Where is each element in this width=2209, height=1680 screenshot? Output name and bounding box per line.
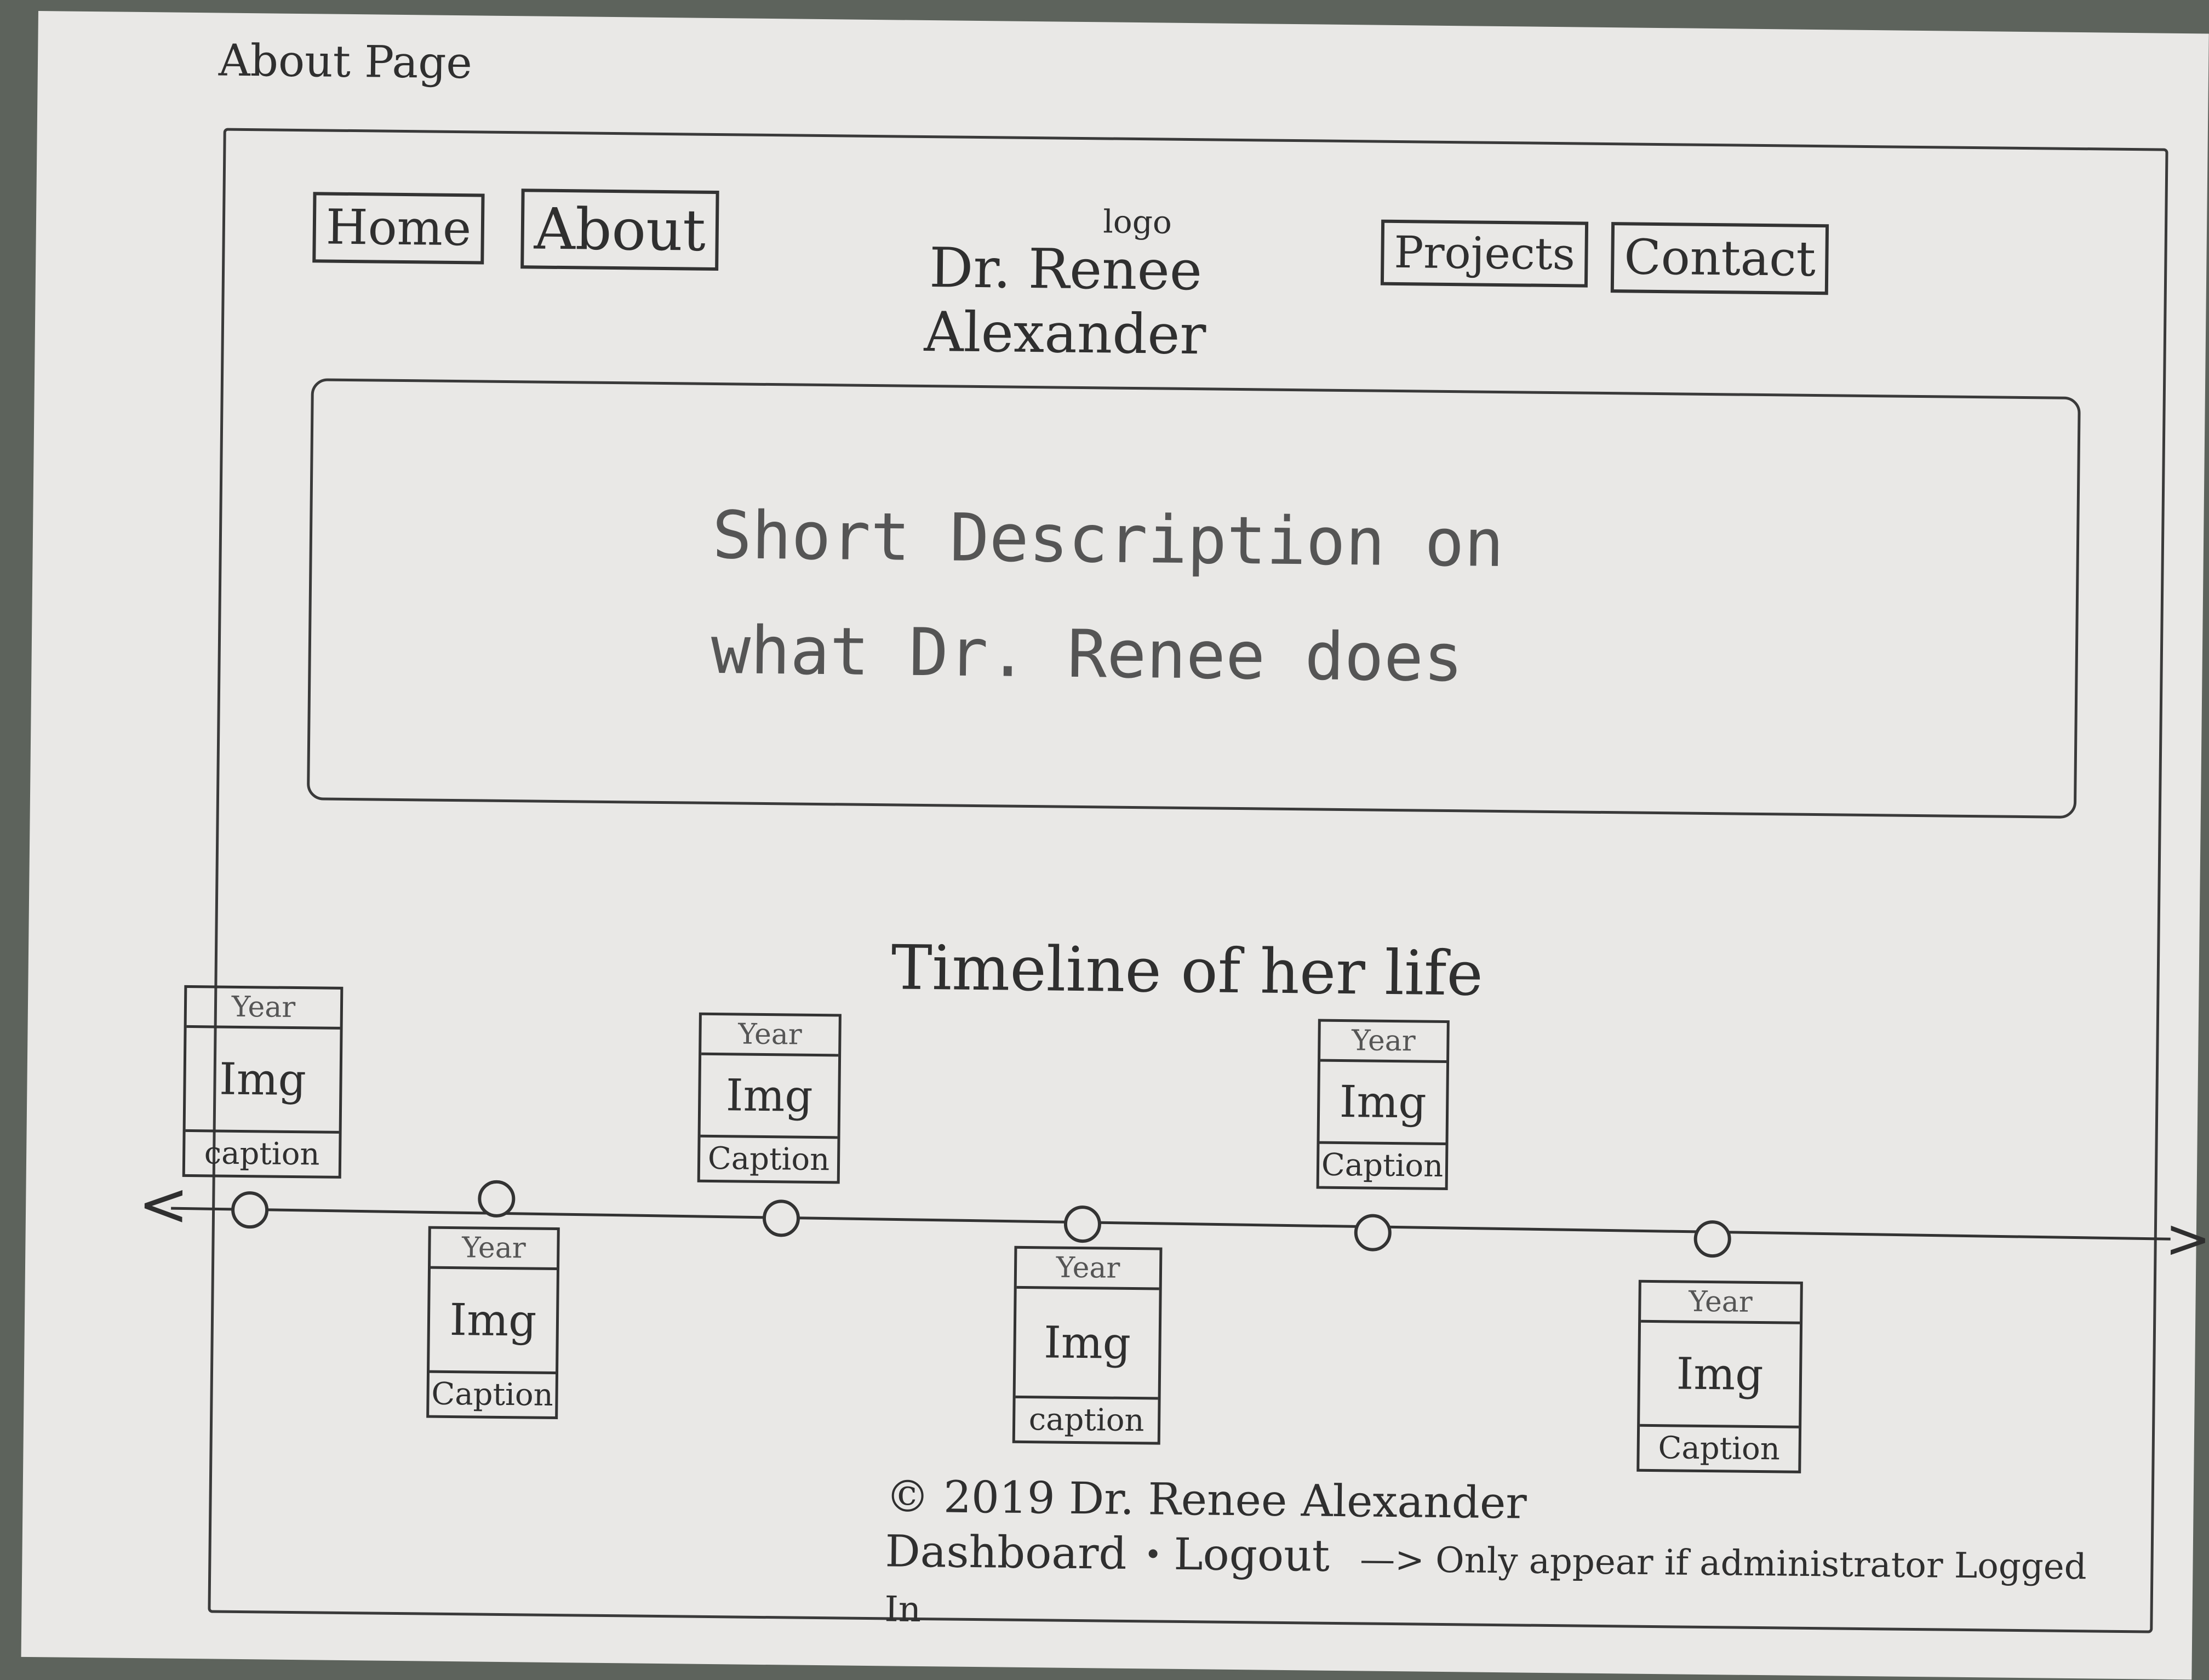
brand-name: Dr. Renee Alexander bbox=[923, 236, 1206, 367]
timeline-card-image: Img bbox=[700, 1055, 839, 1139]
description-box: Short Description on what Dr. Renee does bbox=[306, 378, 2081, 819]
timeline-card-year: Year bbox=[186, 987, 341, 1030]
timeline-card[interactable]: Year Img caption bbox=[1012, 1245, 1163, 1445]
timeline-card-caption: Caption bbox=[431, 1376, 554, 1413]
timeline-node[interactable] bbox=[477, 1180, 516, 1218]
timeline-card-caption: caption bbox=[204, 1135, 320, 1173]
timeline-node[interactable] bbox=[1063, 1205, 1102, 1243]
timeline-card[interactable]: Year Img Caption bbox=[1316, 1019, 1450, 1191]
timeline-card[interactable]: Year Img Caption bbox=[426, 1226, 560, 1420]
timeline-node[interactable] bbox=[231, 1191, 269, 1229]
description-line-1: Short Description on bbox=[712, 497, 1504, 582]
timeline-card-year: Year bbox=[701, 1015, 839, 1057]
timeline-card-image: Img bbox=[185, 1027, 340, 1134]
page-label: About Page bbox=[218, 35, 473, 89]
timeline-node[interactable] bbox=[1354, 1214, 1392, 1252]
timeline-card-year: Year bbox=[431, 1228, 557, 1271]
timeline-card-image: Img bbox=[1640, 1322, 1800, 1428]
nav-about-button[interactable]: About bbox=[520, 188, 719, 271]
nav-projects-button[interactable]: Projects bbox=[1380, 219, 1589, 288]
timeline-card[interactable]: Year Img caption bbox=[182, 985, 344, 1179]
timeline-card-caption: Caption bbox=[707, 1140, 830, 1178]
site-brand[interactable]: logo Dr. Renee Alexander bbox=[810, 203, 1321, 368]
nav-contact-button[interactable]: Contact bbox=[1610, 222, 1829, 295]
description-text: Short Description on what Dr. Renee does bbox=[711, 478, 1644, 718]
timeline-card[interactable]: Year Img Caption bbox=[1636, 1279, 1803, 1473]
logout-link[interactable]: Logout bbox=[1174, 1528, 1330, 1581]
timeline-card-year: Year bbox=[1320, 1021, 1447, 1064]
separator-dot bbox=[1148, 1549, 1158, 1558]
timeline-node[interactable] bbox=[1693, 1220, 1732, 1258]
paper-sheet: About Page Home About logo Dr. Renee Ale… bbox=[21, 11, 2209, 1680]
timeline-card-caption: Caption bbox=[1321, 1147, 1444, 1184]
dashboard-link[interactable]: Dashboard bbox=[885, 1525, 1128, 1579]
timeline-card-caption: caption bbox=[1028, 1402, 1144, 1439]
timeline-card[interactable]: Year Img Caption bbox=[697, 1012, 842, 1184]
timeline-next-arrow-icon[interactable]: > bbox=[2165, 1206, 2209, 1271]
nav-home-button[interactable]: Home bbox=[312, 192, 485, 265]
timeline-card-image: Img bbox=[430, 1268, 557, 1375]
timeline-prev-arrow-icon[interactable]: < bbox=[138, 1169, 190, 1239]
timeline-card-year: Year bbox=[1641, 1282, 1800, 1324]
timeline-card-image: Img bbox=[1015, 1288, 1159, 1400]
description-line-2: what Dr. Renee does bbox=[711, 612, 1464, 697]
logo-placeholder: logo bbox=[1102, 203, 1172, 241]
timeline-title: Timeline of her life bbox=[891, 932, 1484, 1010]
timeline-card-image: Img bbox=[1319, 1061, 1447, 1146]
browser-frame: Home About logo Dr. Renee Alexander Proj… bbox=[138, 128, 2209, 1633]
timeline-node[interactable] bbox=[762, 1199, 800, 1237]
timeline-card-year: Year bbox=[1016, 1248, 1160, 1290]
timeline-card-caption: Caption bbox=[1658, 1430, 1781, 1467]
